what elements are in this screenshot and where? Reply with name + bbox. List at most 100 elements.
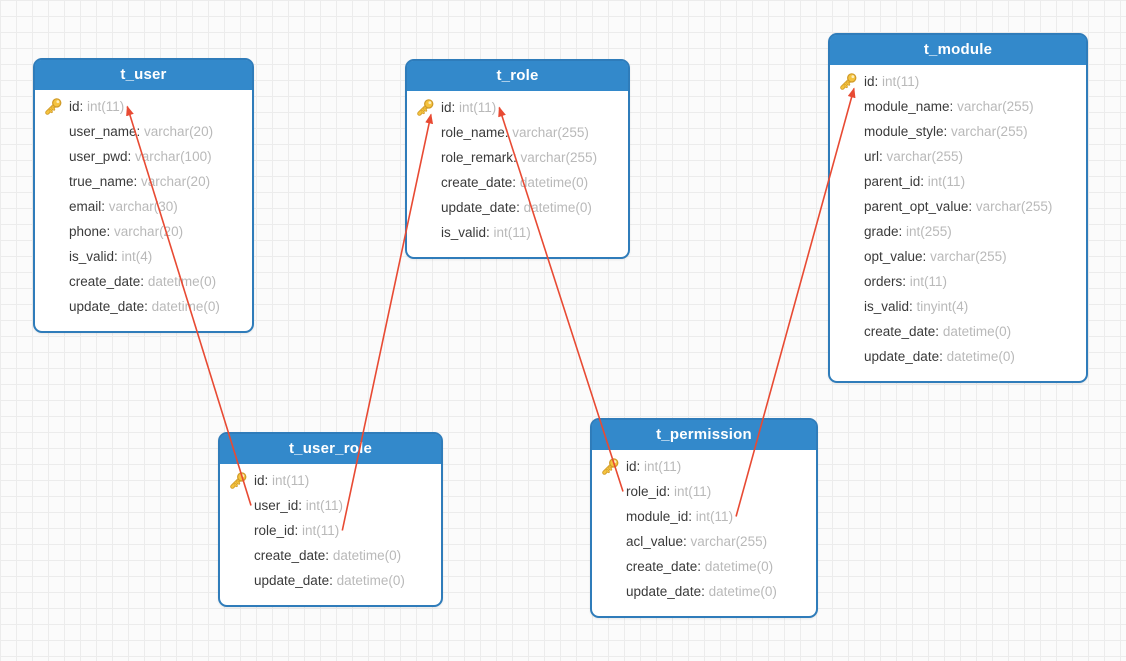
primary-key-icon xyxy=(601,457,620,476)
field-row-update_date: update_date: datetime(0) xyxy=(415,195,620,220)
field-name: orders: xyxy=(864,274,907,289)
field-type: varchar(255) xyxy=(516,150,598,165)
relation-line-t_permission-role_id-to-t_role-id[interactable] xyxy=(498,106,624,492)
table-fields: id: int(11)module_name: varchar(255)modu… xyxy=(830,65,1086,381)
field-row-acl_value: acl_value: varchar(255) xyxy=(600,529,808,554)
field-name: create_date: xyxy=(254,548,330,563)
field-type: varchar(255) xyxy=(953,99,1034,114)
field-type: datetime(0) xyxy=(704,584,777,599)
relation-line-t_user_role-user_id-to-t_user-id[interactable] xyxy=(126,105,252,506)
table-fields: id: int(11) user_id: int(11)role_id: int(… xyxy=(220,464,441,605)
field-type: varchar(255) xyxy=(972,199,1053,214)
field-row-parent_opt_value: parent_opt_value: varchar(255) xyxy=(838,194,1078,219)
field-type: varchar(255) xyxy=(947,124,1028,139)
table-fields: id: int(11)role_id: int(11)module_id: in… xyxy=(592,450,816,616)
field-type: int(255) xyxy=(902,224,952,239)
field-row-opt_value: opt_value: varchar(255) xyxy=(838,244,1078,269)
field-name: role_remark: xyxy=(441,150,517,165)
field-name: role_id: xyxy=(254,523,299,538)
field-type: int(11) xyxy=(640,459,682,474)
field-type: datetime(0) xyxy=(329,548,402,563)
field-name: create_date: xyxy=(69,274,145,289)
field-type: int(11) xyxy=(298,523,340,538)
field-type: varchar(255) xyxy=(686,534,768,549)
primary-key-icon xyxy=(229,471,248,490)
field-row-true_name: true_name: varchar(20) xyxy=(43,169,244,194)
relation-line-t_user_role-role_id-to-t_role-id[interactable] xyxy=(341,113,434,531)
field-name: update_date: xyxy=(254,573,333,588)
field-name: module_id: xyxy=(626,509,693,524)
field-type: datetime(0) xyxy=(147,299,220,314)
table-t_user[interactable]: t_user id: int(11) user_name: varchar(20) u… xyxy=(33,58,254,333)
field-name: id: xyxy=(626,459,641,474)
field-type: datetime(0) xyxy=(942,349,1015,364)
field-name: parent_id: xyxy=(864,174,925,189)
field-type: int(11) xyxy=(455,100,497,115)
table-fields: id: int(11) user_name: varchar(20) user_pw… xyxy=(35,90,252,331)
field-name: id: xyxy=(864,74,879,89)
field-row-update_date: update_date: datetime(0) xyxy=(43,294,244,319)
field-name: update_date: xyxy=(864,349,943,364)
field-name: acl_value: xyxy=(626,534,687,549)
field-name: true_name: xyxy=(69,174,138,189)
field-type: int(11) xyxy=(924,174,966,189)
field-type: varchar(20) xyxy=(110,224,184,239)
field-type: varchar(100) xyxy=(131,149,212,164)
field-type: datetime(0) xyxy=(519,200,592,215)
field-row-orders: orders: int(11) xyxy=(838,269,1078,294)
field-name: opt_value: xyxy=(864,249,927,264)
field-row-id: id: int(11) xyxy=(228,468,433,493)
field-name: phone: xyxy=(69,224,111,239)
field-type: datetime(0) xyxy=(939,324,1012,339)
field-row-create_date: create_date: datetime(0) xyxy=(600,554,808,579)
field-type: datetime(0) xyxy=(701,559,774,574)
field-row-id: id: int(11) xyxy=(43,94,244,119)
table-title-t_user[interactable]: t_user xyxy=(35,60,252,90)
primary-key-icon xyxy=(44,97,63,116)
field-name: module_name: xyxy=(864,99,954,114)
field-type: varchar(255) xyxy=(882,149,964,164)
field-name: id: xyxy=(254,473,269,488)
field-row-create_date: create_date: datetime(0) xyxy=(838,319,1078,344)
field-row-role_remark: role_remark: varchar(255) xyxy=(415,145,620,170)
field-row-is_valid: is_valid: tinyint(4) xyxy=(838,294,1078,319)
field-row-email: email: varchar(30) xyxy=(43,194,244,219)
field-type: tinyint(4) xyxy=(912,299,969,314)
primary-key-icon xyxy=(839,72,858,91)
field-row-id: id: int(11) xyxy=(415,95,620,120)
field-row-module_id: module_id: int(11) xyxy=(600,504,808,529)
field-name: parent_opt_value: xyxy=(864,199,973,214)
table-title-t_role[interactable]: t_role xyxy=(407,61,628,91)
field-row-id: id: int(11) xyxy=(600,454,808,479)
field-name: module_style: xyxy=(864,124,948,139)
field-name: id: xyxy=(69,99,84,114)
field-name: user_name: xyxy=(69,124,141,139)
field-row-is_valid: is_valid: int(4) xyxy=(43,244,244,269)
field-row-create_date: create_date: datetime(0) xyxy=(43,269,244,294)
field-row-url: url: varchar(255) xyxy=(838,144,1078,169)
field-name: user_id: xyxy=(254,498,303,513)
field-type: varchar(20) xyxy=(137,174,211,189)
field-name: create_date: xyxy=(441,175,517,190)
field-type: int(11) xyxy=(83,99,125,114)
field-type: int(11) xyxy=(302,498,344,513)
field-row-is_valid: is_valid: int(11) xyxy=(415,220,620,245)
field-name: user_pwd: xyxy=(69,149,132,164)
field-type: int(11) xyxy=(489,225,531,240)
table-title-t_user_role[interactable]: t_user_role xyxy=(220,434,441,464)
table-t_module[interactable]: t_module id: int(11) module_name: varchar(… xyxy=(828,33,1088,383)
field-row-update_date: update_date: datetime(0) xyxy=(600,579,808,604)
table-title-t_permission[interactable]: t_permission xyxy=(592,420,816,450)
table-fields: id: int(11)role_name: varchar(255)role_r… xyxy=(407,91,628,257)
relation-line-t_permission-module_id-to-t_module-id[interactable] xyxy=(735,87,856,517)
field-name: create_date: xyxy=(864,324,940,339)
field-type: varchar(255) xyxy=(508,125,589,140)
table-title-t_module[interactable]: t_module xyxy=(830,35,1086,65)
field-name: update_date: xyxy=(69,299,148,314)
field-row-parent_id: parent_id: int(11) xyxy=(838,169,1078,194)
